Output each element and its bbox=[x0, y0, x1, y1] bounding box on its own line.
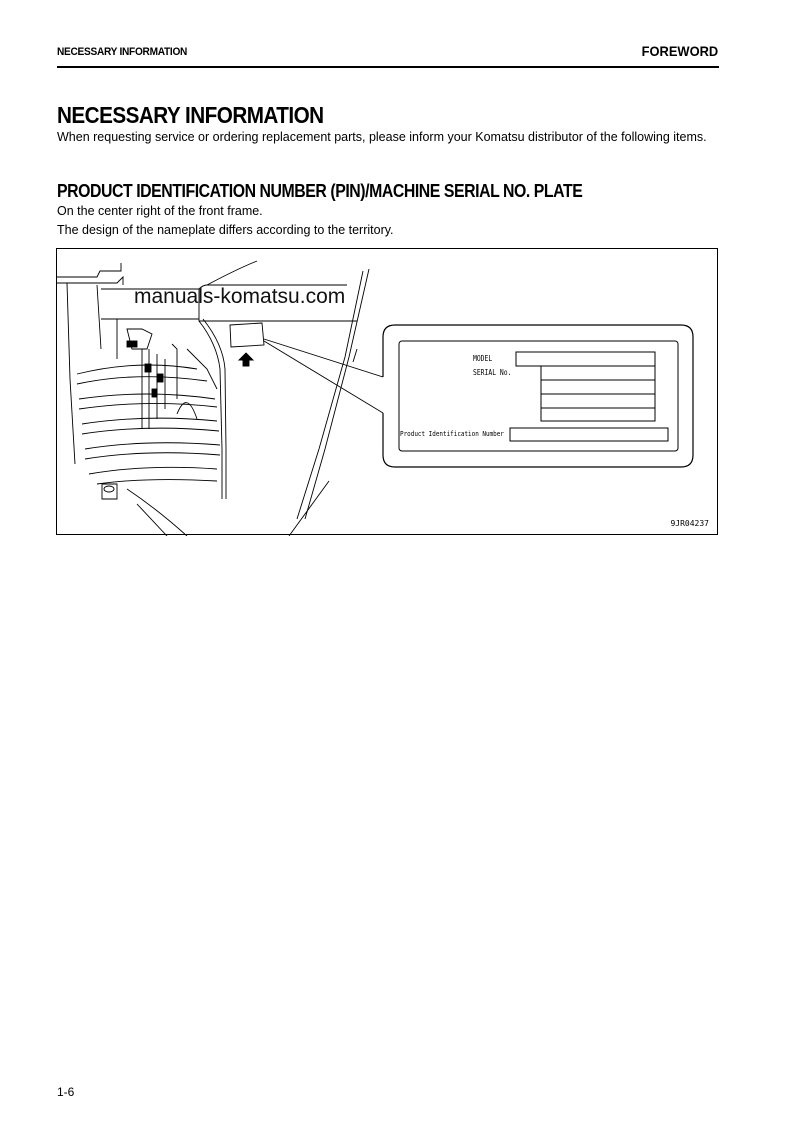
nameplate-figure: MODEL SERIAL No. Product Identification … bbox=[56, 248, 718, 536]
section-title: PRODUCT IDENTIFICATION NUMBER (PIN)/MACH… bbox=[57, 181, 583, 201]
figure-code: 9JR04237 bbox=[670, 519, 709, 528]
machine-frame-illustration bbox=[57, 260, 384, 536]
plate-serial-label: SERIAL No. bbox=[473, 368, 512, 377]
nameplate-callout bbox=[382, 324, 694, 468]
header-section-title: NECESSARY INFORMATION bbox=[57, 46, 188, 58]
header-divider bbox=[57, 66, 719, 68]
intro-paragraph: When requesting service or ordering repl… bbox=[57, 130, 707, 144]
plate-pin-label: Product Identification Number bbox=[400, 430, 504, 438]
watermark-text: manuals-komatsu.com bbox=[134, 285, 346, 308]
plate-model-label: MODEL bbox=[473, 354, 493, 363]
page-number: 1-6 bbox=[57, 1085, 75, 1099]
header-chapter-title: FOREWORD bbox=[641, 43, 718, 59]
page-title: NECESSARY INFORMATION bbox=[57, 102, 324, 128]
design-note-text: The design of the nameplate differs acco… bbox=[57, 223, 394, 237]
location-text: On the center right of the front frame. bbox=[57, 204, 263, 218]
